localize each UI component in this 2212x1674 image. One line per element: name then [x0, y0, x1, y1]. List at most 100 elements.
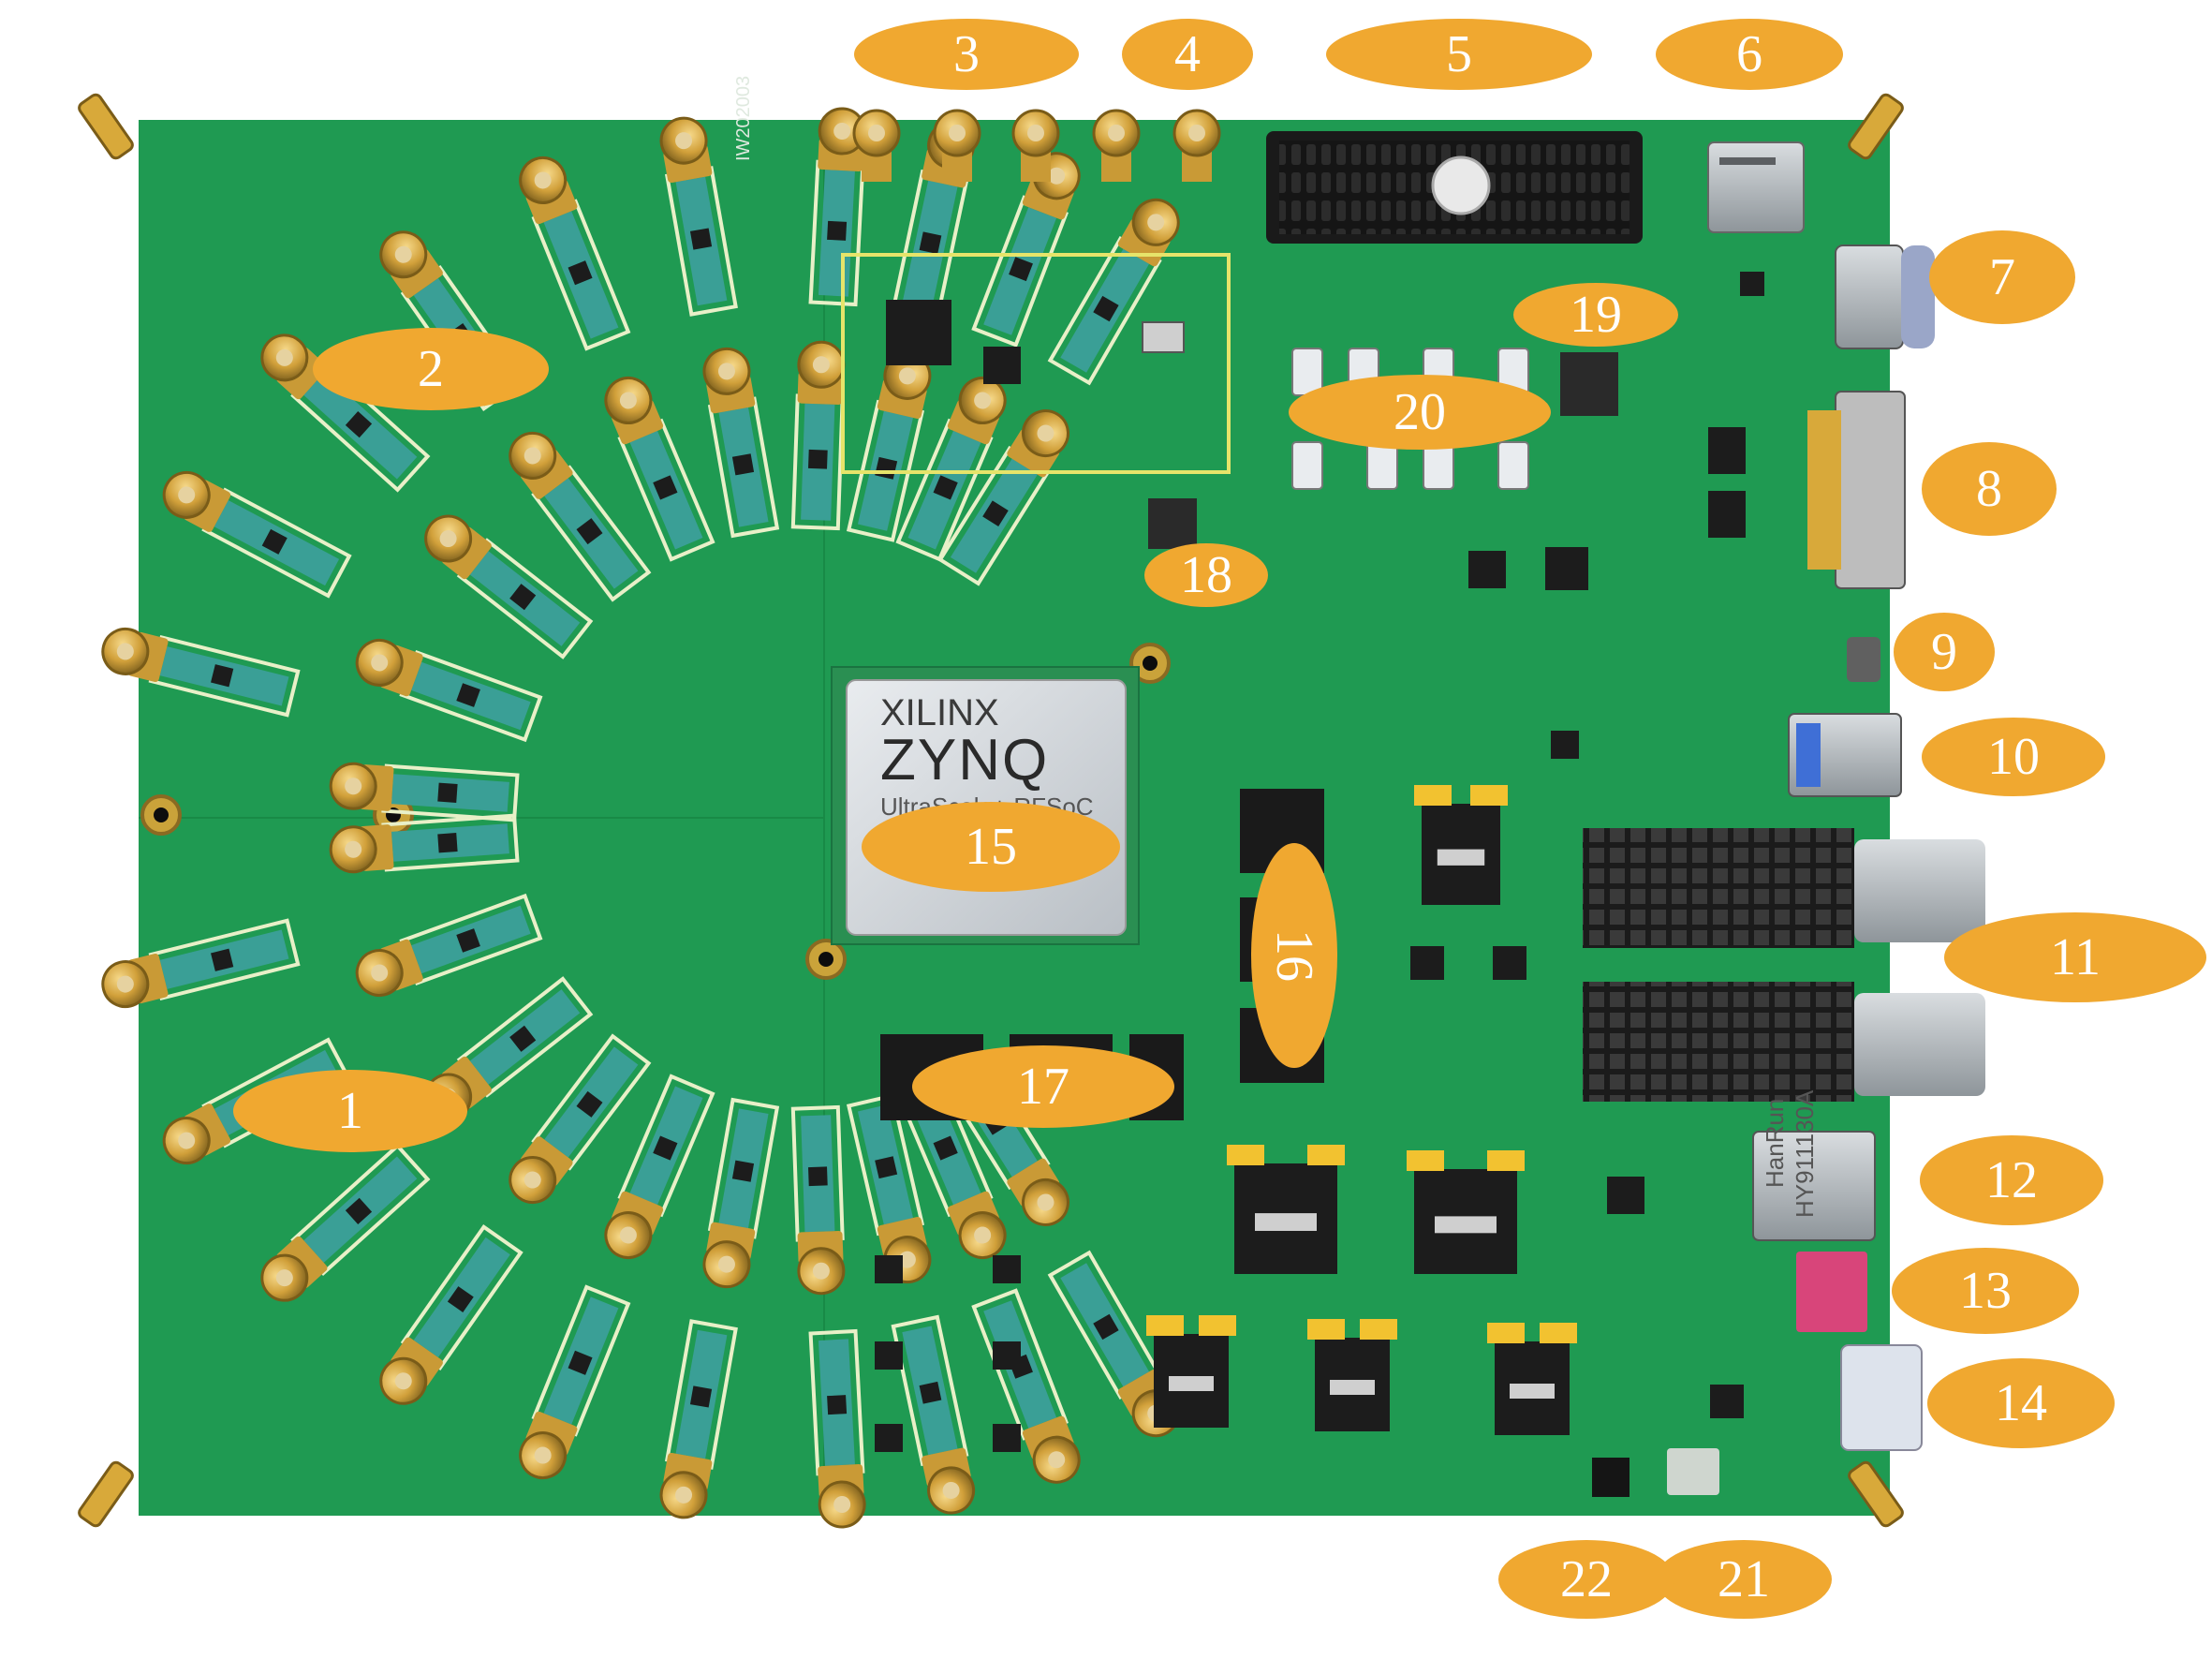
qsfp-cages — [1583, 828, 1985, 1102]
callout-label: 12 — [1985, 1151, 2038, 1209]
sma-connector — [509, 431, 652, 602]
fpga-vendor: XILINX — [880, 692, 999, 733]
callout-9: 9 — [1894, 613, 1995, 691]
sma-connector — [329, 813, 520, 874]
callout-1: 1 — [233, 1070, 467, 1152]
ic-chip — [1708, 491, 1746, 538]
callout-label: 22 — [1560, 1550, 1613, 1608]
board-id-silkscreen: IW202003 — [733, 76, 754, 161]
jumper-header — [1592, 1458, 1630, 1497]
corner-standoffs — [78, 93, 1904, 1528]
sma-connector — [355, 893, 543, 998]
sma-connector — [260, 1143, 431, 1302]
ic-chip — [1545, 547, 1588, 590]
callout-label: 21 — [1718, 1550, 1770, 1608]
dip-switch-small — [1148, 498, 1197, 549]
oscillator — [1142, 321, 1185, 353]
sma-connector — [659, 1319, 738, 1519]
sma-connector — [937, 409, 1069, 586]
callout-19: 19 — [1513, 283, 1678, 347]
sma-connector — [895, 1074, 1007, 1260]
sma-connector — [329, 762, 520, 822]
callout-label: 19 — [1570, 286, 1622, 344]
sma-connector — [808, 1328, 866, 1529]
sma-connector — [604, 376, 715, 562]
push-button — [1366, 441, 1398, 490]
sma-connector — [162, 470, 352, 599]
rj45-connector: HanRun HY911130A — [1752, 1089, 1876, 1241]
callout-label: 11 — [2050, 928, 2101, 986]
callout-13: 13 — [1892, 1248, 2079, 1334]
sma-connector — [659, 116, 738, 317]
push-buttons — [1291, 348, 1529, 490]
callout-label: 16 — [1265, 929, 1323, 982]
ic-chip — [1551, 731, 1579, 759]
callout-12: 12 — [1920, 1135, 2103, 1225]
callout-8: 8 — [1922, 442, 2057, 536]
sma-connector — [519, 1284, 631, 1480]
power-module — [1227, 1145, 1345, 1274]
sma-connector — [1172, 109, 1221, 182]
sma-connector — [790, 340, 846, 531]
ic-chip — [875, 1255, 903, 1283]
misc-ics — [875, 272, 1764, 1452]
ic-chip — [1468, 551, 1506, 588]
callout-5: 5 — [1326, 19, 1592, 90]
ic-chip — [993, 1424, 1021, 1452]
callout-label: 8 — [1976, 460, 2002, 518]
rf-module-outline — [841, 253, 1231, 474]
callout-label: 14 — [1995, 1374, 2047, 1432]
power-modules — [1146, 785, 1577, 1435]
callout-label: 17 — [1017, 1058, 1069, 1116]
sma-connector-fan-upper — [101, 107, 1180, 822]
callout-3: 3 — [854, 19, 1079, 90]
callout-label: 15 — [965, 818, 1017, 876]
dip-switch — [1796, 1252, 1867, 1332]
callout-label: 20 — [1394, 383, 1446, 441]
sd-card-slot — [1707, 141, 1805, 233]
power-connector — [1840, 1344, 1923, 1451]
rf-chip-small — [983, 347, 1021, 384]
sma-connector — [519, 156, 631, 351]
ic-chip — [1607, 1177, 1644, 1214]
sma-connector — [424, 514, 594, 659]
callout-label: 6 — [1736, 25, 1762, 83]
sma-connector — [379, 1223, 524, 1405]
sma-connector — [702, 1097, 780, 1289]
hdmi-connector — [1835, 244, 1935, 349]
fan-header — [1667, 1448, 1719, 1495]
callout-18: 18 — [1144, 543, 1268, 607]
callout-20: 20 — [1289, 375, 1551, 450]
sma-connector — [355, 638, 543, 743]
power-module — [1307, 1319, 1397, 1431]
sma-connector — [101, 918, 301, 1009]
ic-chip — [1708, 427, 1746, 474]
rj45-part-number: HY911130A — [1791, 1089, 1819, 1218]
sma-connector — [852, 109, 901, 182]
power-module — [1407, 1150, 1525, 1274]
power-module — [1146, 1315, 1236, 1428]
callout-2: 2 — [313, 328, 549, 410]
callout-label: 9 — [1931, 623, 1957, 681]
callout-label: 1 — [337, 1082, 363, 1140]
ic-chip — [1410, 946, 1444, 980]
sma-connector — [808, 107, 866, 307]
push-button — [1291, 348, 1323, 396]
callout-label: 10 — [1987, 728, 2040, 786]
callout-4: 4 — [1122, 19, 1253, 90]
callout-label: 2 — [418, 340, 444, 398]
fpga-family: ZYNQ — [880, 728, 1049, 793]
callout-21: 21 — [1656, 1540, 1832, 1619]
sma-connector — [891, 1314, 976, 1515]
callout-label: 18 — [1180, 546, 1232, 604]
callout-15: 15 — [862, 802, 1120, 892]
sma-connector — [260, 333, 431, 493]
callout-label: 7 — [1989, 248, 2015, 306]
usb-c-connector — [1847, 637, 1880, 682]
callout-label: 3 — [953, 25, 980, 83]
sma-connector — [933, 109, 981, 182]
ic-chip — [1493, 946, 1526, 980]
rj45-brand: HanRun — [1761, 1099, 1789, 1188]
sma-connector — [509, 1033, 652, 1205]
